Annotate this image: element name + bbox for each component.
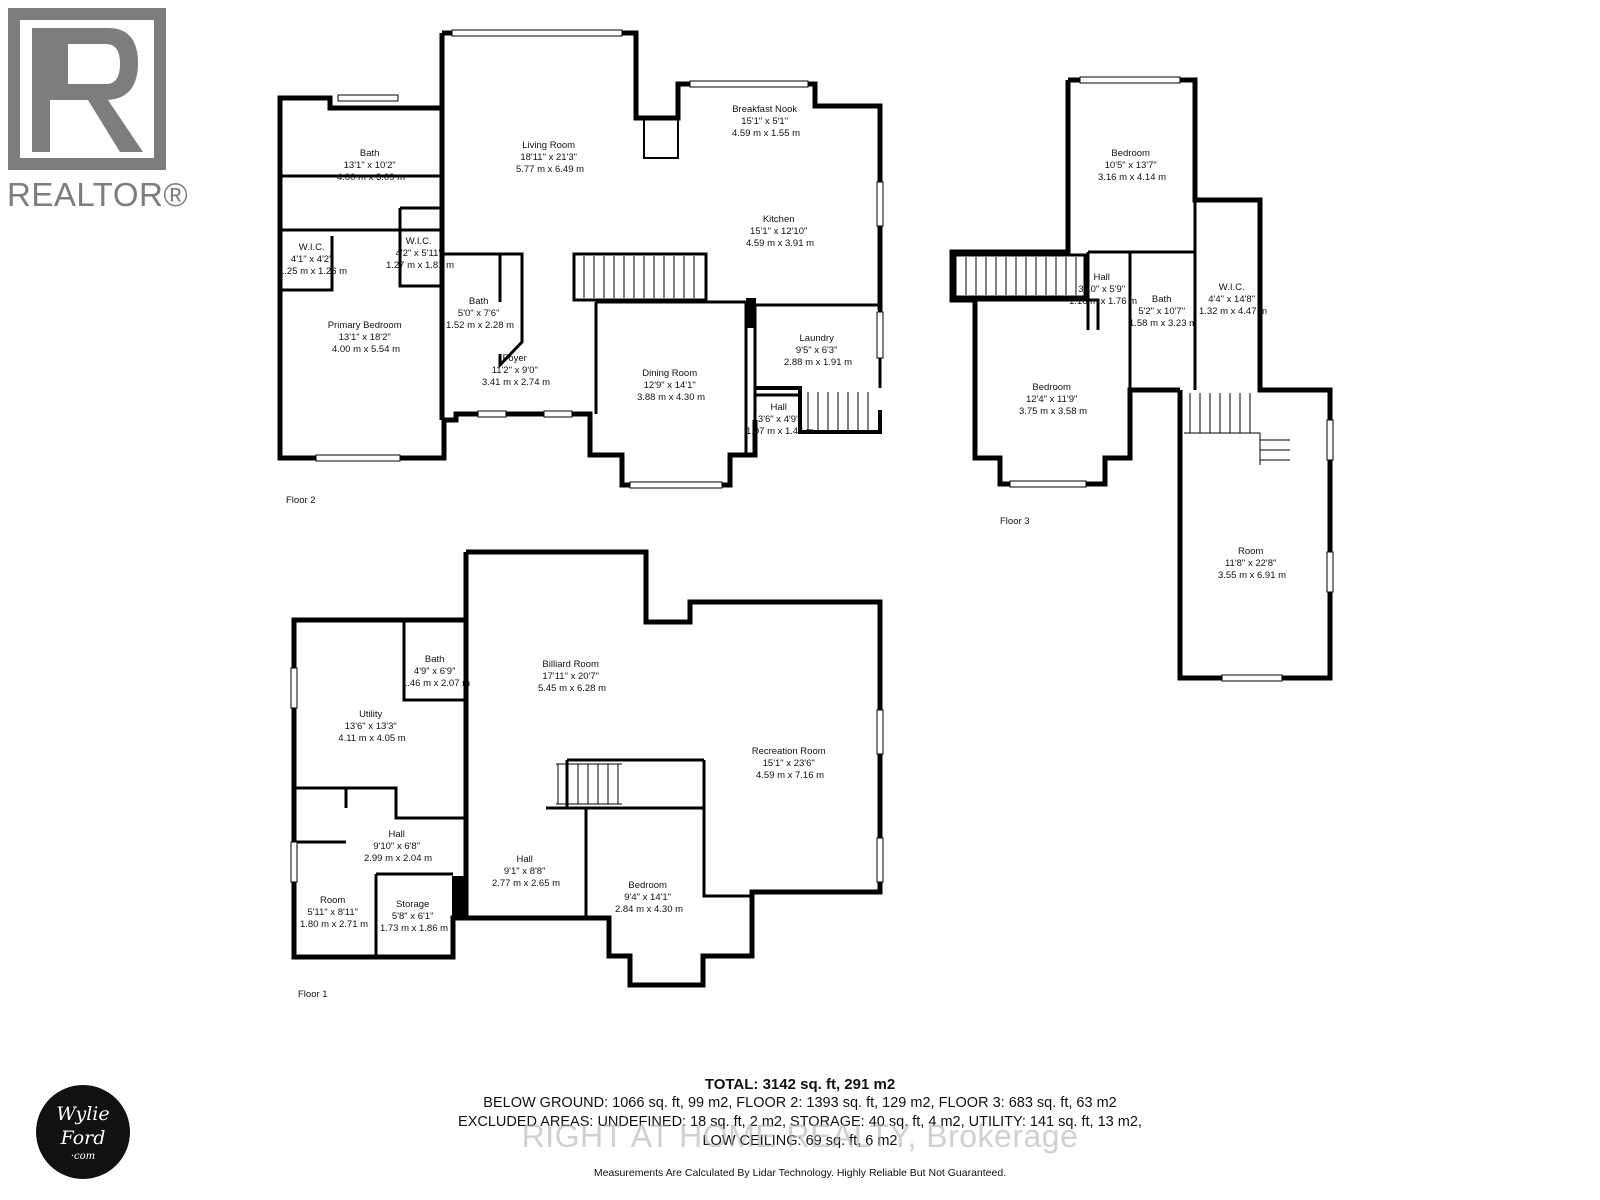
realtor-wordmark: REALTOR®: [7, 176, 189, 213]
room-label-hall: Hall 9'1" x 8'8" 2.77 m x 2.65 m: [492, 854, 560, 889]
room-label-wic: W.I.C. 4'1" x 4'2" 1.25 m x 1.26 m: [279, 242, 347, 277]
room-label-storage: Storage 5'8" x 6'1" 1.73 m x 1.86 m: [380, 899, 448, 934]
room-label-wic: W.I.C. 4'2" x 5'11" 1.27 m x 1.81 m: [386, 236, 454, 271]
logo-text-line-1: Wylie: [56, 1103, 110, 1125]
stairs-floor3: [965, 257, 1290, 465]
room-label-bath: Bath 5'2" x 10'7" 1.58 m x 3.23 m: [1129, 294, 1197, 329]
room-label-recreation-room: Recreation Room 15'1" x 23'6" 4.59 m x 7…: [752, 746, 829, 781]
room-label-hall: Hall 3'6" x 4'9" 1.07 m x 1.45 m: [746, 402, 814, 437]
floor-label-floor-2: Floor 2: [286, 495, 316, 506]
room-label-primary-bedroom: Primary Bedroom 13'1" x 18'2" 4.00 m x 5…: [328, 320, 405, 355]
room-label-wic: W.I.C. 4'4" x 14'8" 1.32 m x 4.47 m: [1199, 282, 1267, 317]
realtor-logo-icon: [8, 8, 166, 175]
room-label-foyer: Foyer 11'2" x 9'0" 3.41 m x 2.74 m: [482, 353, 550, 388]
room-label-bedroom: Bedroom 10'5" x 13'7" 3.16 m x 4.14 m: [1098, 148, 1166, 183]
measurement-disclaimer: Measurements Are Calculated By Lidar Tec…: [593, 1167, 1007, 1179]
stairs-floor1: [556, 763, 622, 805]
floor-label-floor-3: Floor 3: [1000, 516, 1030, 527]
area-breakdown-line-1: BELOW GROUND: 1066 sq. ft, 99 m2, FLOOR …: [483, 1095, 1117, 1111]
room-label-bath: Bath 5'0" x 7'6" 1.52 m x 2.28 m: [446, 296, 514, 331]
windows: [290, 29, 1334, 883]
logo-text-line-2: Ford: [60, 1127, 106, 1149]
total-area: TOTAL: 3142 sq. ft, 291 m2: [704, 1076, 896, 1093]
room-label-kitchen: Kitchen 15'1" x 12'10" 4.59 m x 3.91 m: [746, 214, 814, 249]
logo-text-line-3: ·com: [70, 1151, 96, 1162]
area-breakdown-line-2: EXCLUDED AREAS: UNDEFINED: 18 sq. ft, 2 …: [458, 1114, 1142, 1130]
room-label-room: Room 5'11" x 8'11" 1.80 m x 2.71 m: [300, 895, 368, 930]
room-label-dining-room: Dining Room 12'9" x 14'1" 3.88 m x 4.30 …: [637, 368, 705, 403]
area-breakdown-line-3: LOW CEILING: 69 sq. ft, 6 m2: [702, 1133, 898, 1149]
room-label-living-room: Living Room 18'11" x 21'3" 5.77 m x 6.49…: [516, 140, 584, 175]
room-label-utility: Utility 13'6" x 13'3" 4.11 m x 4.05 m: [338, 709, 405, 744]
room-label-bath: Bath 4'9" x 6'9" 1.46 m x 2.07 m: [402, 654, 470, 689]
room-label-bedroom: Bedroom 12'4" x 11'9" 3.75 m x 3.58 m: [1019, 382, 1087, 417]
walls: [277, 30, 1333, 988]
room-label-laundry: Laundry 9'5" x 6'3" 2.88 m x 1.91 m: [784, 333, 852, 368]
room-label-billiard-room: Billiard Room 17'11" x 20'7" 5.45 m x 6.…: [538, 659, 606, 694]
structural-column: [746, 298, 756, 328]
room-label-room: Room 11'8" x 22'8" 3.55 m x 6.91 m: [1218, 546, 1286, 581]
stairs-floor2: [583, 256, 869, 430]
room-label-bedroom: Bedroom 9'4" x 14'1" 2.84 m x 4.30 m: [615, 880, 683, 915]
room-label-breakfast-nook: Breakfast Nook 15'1" x 5'1" 4.59 m x 1.5…: [732, 104, 800, 139]
room-label-hall: Hall 9'10" x 6'8" 2.99 m x 2.04 m: [364, 829, 432, 864]
floor-label-floor-1: Floor 1: [298, 989, 328, 1000]
stairs: [556, 256, 1290, 805]
room-label-hall: Hall 3'10" x 5'9" 1.16 m x 1.76 m: [1069, 272, 1137, 307]
wylie-ford-logo-icon: Wylie Ford ·com: [36, 1085, 130, 1179]
structural-column: [452, 876, 466, 918]
room-label-bath: Bath 13'1" x 10'2" 4.00 m x 3.09 m: [337, 148, 405, 183]
